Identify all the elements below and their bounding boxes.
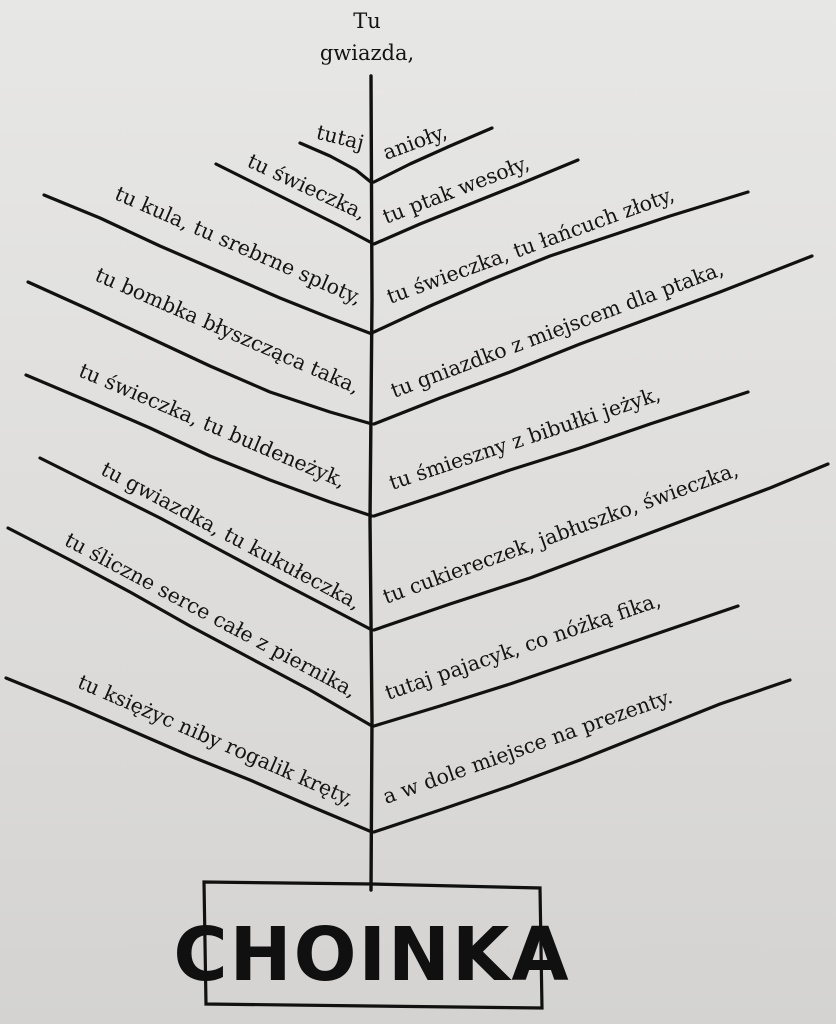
left-branch-7 [6, 526, 374, 728]
tree-trunk [368, 74, 374, 892]
left-branch-1 [298, 141, 374, 185]
right-branch-1 [372, 126, 494, 184]
right-branch-6 [372, 462, 830, 632]
left-branch-4 [26, 280, 374, 426]
left-branch-8 [4, 676, 374, 834]
right-branch-3 [372, 190, 750, 334]
left-line-1: tutaj [314, 120, 367, 155]
left-branch-5 [24, 373, 374, 518]
right-branch-7 [372, 604, 740, 728]
right-line-1: anioły, [380, 119, 451, 164]
title-frame [202, 880, 544, 1010]
left-line-8: tu księżyc niby rogalik kręty, [74, 670, 357, 811]
title-choinka: CHOINKA [173, 912, 570, 998]
right-branch-4 [372, 254, 814, 426]
left-branch-2 [214, 162, 374, 245]
left-line-7: tu śliczne serce całe z piernika, [61, 528, 361, 703]
right-line-8: a w dole miejsce na prezenty. [380, 684, 676, 809]
right-branch-5 [372, 390, 750, 518]
top-word-tu: Tu [353, 9, 381, 33]
right-branch-8 [372, 678, 792, 834]
top-word-gwiazda: gwiazda, [320, 41, 414, 65]
right-branch-2 [372, 158, 580, 246]
left-branch-3 [42, 193, 374, 336]
left-branch-6 [38, 456, 374, 632]
right-line-5: tu śmieszny z bibułki jeżyk, [386, 382, 663, 495]
